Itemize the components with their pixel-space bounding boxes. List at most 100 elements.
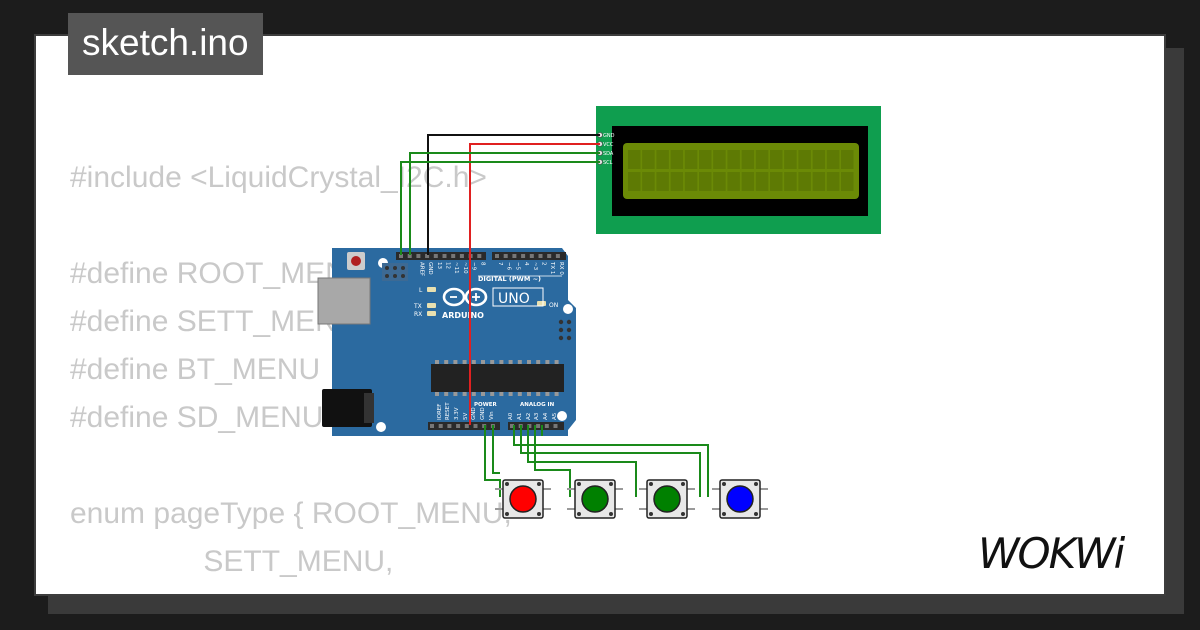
analog-label: ANALOG IN — [520, 402, 555, 408]
chip-leg — [490, 360, 495, 364]
chip-leg — [517, 392, 522, 396]
lcd-cell — [784, 172, 797, 191]
bottom-pin-label: A3 — [534, 412, 540, 420]
header-pin — [510, 424, 514, 428]
top-pin-label: ~11 — [453, 262, 459, 274]
chip-leg — [536, 392, 541, 396]
lcd-cell — [741, 172, 755, 191]
chip-leg — [499, 392, 504, 396]
header-pin — [538, 254, 543, 258]
wokwi-logo-text: WOKWi — [978, 529, 1126, 576]
wire-a0 — [513, 425, 709, 497]
lcd-cell — [699, 150, 712, 169]
digital-header-right — [492, 252, 566, 260]
top-pin-label: ~10 — [462, 262, 468, 274]
push-button-green[interactable] — [567, 479, 623, 519]
led-label: RX — [414, 311, 422, 318]
lcd-pin-label: SDA — [603, 151, 614, 157]
lcd-cell — [713, 150, 726, 169]
code-line: #include <LiquidCrystal_I2C.h> — [70, 161, 487, 194]
chip-leg — [490, 392, 495, 396]
lcd-display[interactable]: GND VCC SDA SCL — [596, 106, 881, 234]
lcd-cell — [826, 150, 840, 169]
lcd-cell — [628, 172, 641, 191]
chip-leg — [444, 392, 449, 396]
lcd-cell — [699, 172, 712, 191]
top-pin-label: ~9 — [471, 262, 477, 271]
wire-sda — [409, 152, 600, 255]
bottom-pin-label: A5 — [552, 412, 558, 420]
code-line: #define SD_MENU — [70, 401, 324, 434]
bottom-pin-label: A4 — [543, 412, 549, 420]
bottom-pin-label: A1 — [517, 413, 523, 420]
chip-leg — [499, 360, 504, 364]
top-pin-label: 12 — [445, 262, 451, 269]
lcd-cell — [770, 172, 783, 191]
header-pin — [407, 254, 412, 258]
lcd-pin-label: GND — [603, 133, 615, 139]
chip-leg — [545, 360, 550, 364]
chip-leg — [554, 392, 559, 396]
led-label: L — [419, 287, 423, 294]
chip-leg — [462, 392, 467, 396]
header-pin — [536, 424, 541, 428]
button-cap — [509, 485, 537, 513]
top-pin-label: 13 — [436, 262, 442, 269]
usb-connector — [317, 277, 371, 325]
lcd-cell — [684, 150, 698, 169]
lcd-pin-label: SCL — [603, 160, 613, 166]
bottom-pin-label: RESET — [445, 402, 451, 420]
push-button-red[interactable] — [495, 479, 551, 519]
chip-leg — [462, 360, 467, 364]
chip-leg — [508, 360, 513, 364]
lcd-cell — [755, 172, 769, 191]
wire-scl — [400, 161, 600, 255]
header-pin — [438, 424, 443, 428]
power-label: POWER — [474, 402, 498, 408]
lcd-cell — [642, 172, 655, 191]
wire-a0b — [520, 425, 701, 497]
header-pin — [459, 254, 464, 258]
icsp-header-top — [382, 263, 408, 281]
lcd-character-cells — [628, 150, 854, 191]
board-brand: ARDUINO — [442, 311, 484, 320]
wire-button-gnd-2 — [492, 425, 500, 474]
chip-leg — [536, 360, 541, 364]
chip-leg — [554, 360, 559, 364]
lcd-cell — [741, 150, 755, 169]
button-cap — [726, 485, 754, 513]
header-pin — [416, 254, 421, 258]
led-label: TX — [413, 303, 422, 310]
lcd-cell — [841, 150, 854, 169]
wires — [400, 134, 709, 497]
wire-a1 — [527, 425, 637, 497]
header-pin — [399, 254, 403, 258]
push-button-green[interactable] — [639, 479, 695, 519]
lcd-cell — [784, 150, 797, 169]
lcd-cell — [727, 150, 740, 169]
top-pin-label: GND — [427, 262, 433, 275]
header-pin — [451, 254, 456, 258]
bottom-pin-label: 3.3V — [454, 407, 460, 420]
code-line: BT_MENU, — [70, 586, 512, 594]
chip-leg — [527, 360, 531, 364]
lcd-cell — [812, 172, 826, 191]
push-button-blue[interactable] — [712, 479, 768, 519]
header-pin — [477, 254, 482, 258]
header-pin — [547, 254, 552, 258]
chip-leg — [453, 360, 458, 364]
mounting-hole — [557, 411, 567, 421]
lcd-cell — [798, 150, 811, 169]
code-line: #define BT_MENU — [70, 353, 321, 386]
header-pin — [430, 424, 434, 428]
lcd-cell — [642, 150, 655, 169]
lcd-cell — [670, 172, 684, 191]
lcd-cell — [656, 172, 669, 191]
top-pin-label: ~6 — [506, 262, 512, 271]
chip-leg — [444, 360, 449, 364]
board-model: UNO — [498, 291, 530, 307]
digital-label: DIGITAL (PWM ~) — [478, 275, 541, 283]
header-pin — [553, 424, 558, 428]
header-pin — [447, 424, 452, 428]
